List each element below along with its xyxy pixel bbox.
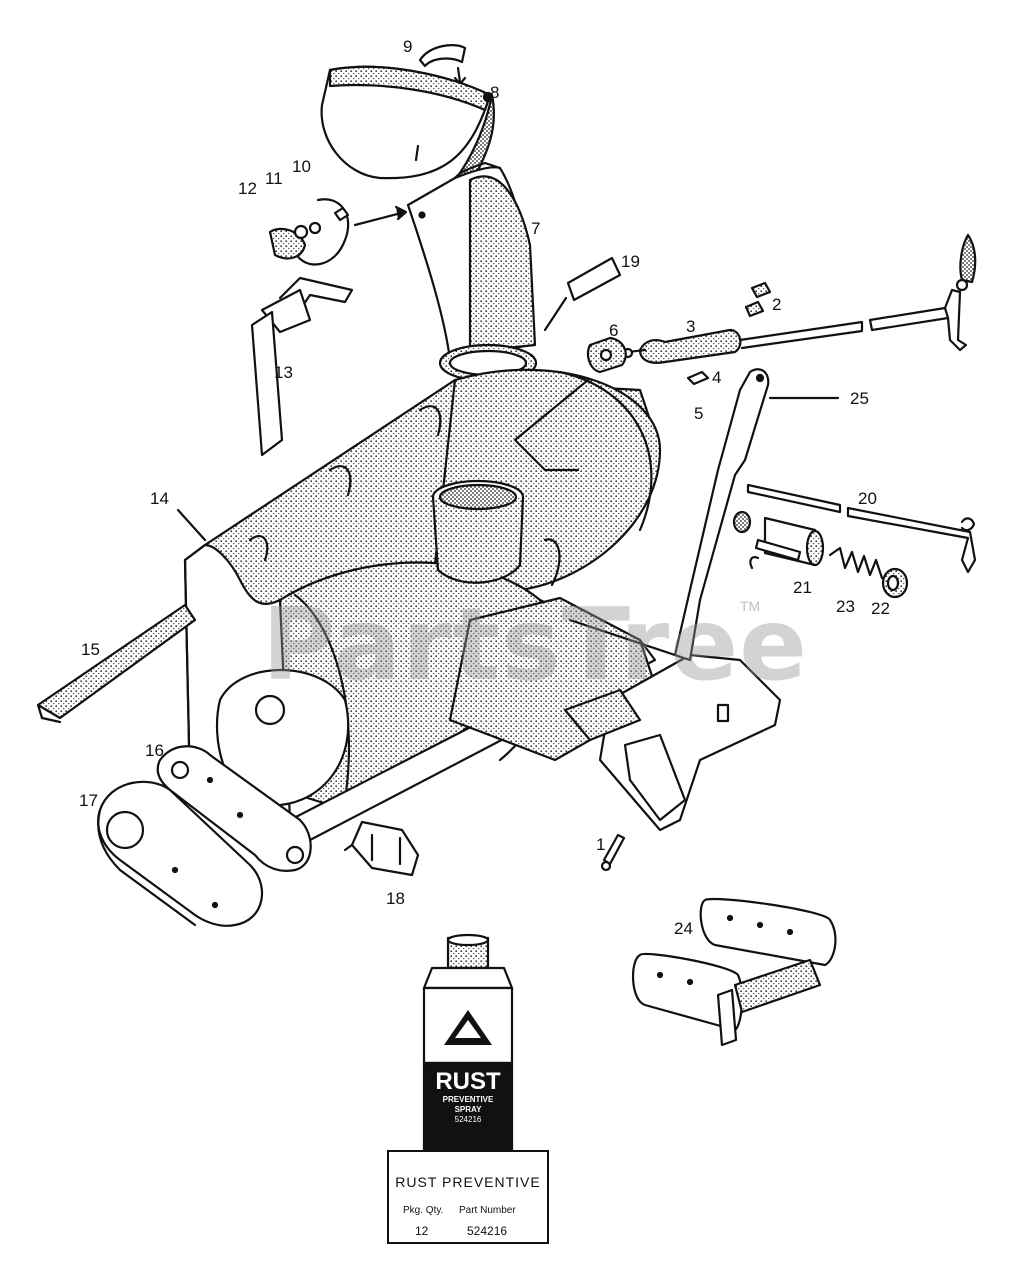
can-number-text: 524216 — [454, 1115, 482, 1124]
part-number-value: 524216 — [467, 1224, 508, 1238]
callout-8: 8 — [490, 83, 500, 102]
callout-16: 16 — [145, 741, 164, 760]
callout-11: 11 — [265, 169, 283, 188]
part-2-clips — [744, 281, 772, 318]
part-22-bushing — [881, 567, 909, 599]
part-24-hitch-bracket — [631, 897, 837, 1047]
part-number-header: Part Number — [459, 1205, 516, 1216]
part-1-bolt — [600, 833, 626, 872]
part-21-spacer — [732, 510, 825, 570]
can-preventive-text: PREVENTIVE — [442, 1095, 494, 1104]
part-15-scraper-blade — [36, 603, 197, 724]
part-19-decal — [543, 256, 622, 332]
callout-24: 24 — [674, 919, 693, 938]
callout-5: 5 — [694, 404, 704, 423]
callout-23: 23 — [836, 597, 855, 616]
can-rust-text: RUST — [435, 1068, 501, 1095]
callout-22: 22 — [871, 599, 890, 618]
callout-17: 17 — [79, 791, 98, 810]
callout-12: 12 — [238, 179, 257, 198]
callout-3: 3 — [686, 317, 696, 336]
callout-2: 2 — [772, 295, 782, 314]
callout-20: 20 — [858, 489, 877, 508]
part-25-lever-arm — [673, 368, 840, 662]
leader-5 — [513, 378, 590, 472]
callout-19: 19 — [621, 252, 640, 271]
callout-10: 10 — [292, 157, 311, 176]
part-1-deflector-hood — [320, 65, 496, 187]
partstree-watermark: PartsTree — [262, 586, 808, 703]
pkg-qty-value: 12 — [415, 1224, 429, 1238]
callout-1: 1 — [596, 835, 606, 854]
callout-4: 4 — [712, 368, 722, 387]
part-17-belt-cover — [97, 780, 264, 927]
leader-14 — [176, 508, 207, 542]
callout-9: 9 — [403, 37, 413, 56]
product-label-title: RUST PREVENTIVE — [395, 1174, 541, 1190]
callout-18: 18 — [386, 889, 405, 908]
part-18-skid-shoe — [343, 820, 420, 877]
part-23-spring — [828, 546, 884, 580]
spray-can — [422, 933, 514, 1165]
part-7-discharge-chute — [406, 161, 538, 383]
main-housing — [183, 368, 782, 842]
pkg-qty-header: Pkg. Qty. — [403, 1205, 444, 1216]
product-label-box: RUST PREVENTIVE Pkg. Qty. Part Number 12… — [387, 1150, 549, 1244]
trademark-mark: TM — [740, 598, 761, 614]
callout-15: 15 — [81, 640, 100, 659]
part-16-plate — [156, 745, 312, 872]
can-spray-text: SPRAY — [454, 1105, 482, 1114]
part-3-crank-rod — [622, 233, 977, 364]
part-20-rod — [746, 483, 977, 574]
callout-6: 6 — [609, 321, 619, 340]
callout-21: 21 — [793, 578, 812, 597]
callout-14: 14 — [150, 489, 169, 508]
part-6-bearing-plate — [586, 336, 627, 374]
part-10-12-crank-assembly — [268, 198, 408, 266]
callout-7: 7 — [531, 219, 541, 238]
part-13-bracket — [250, 276, 354, 457]
callout-25: 25 — [850, 389, 869, 408]
part-9-deflector-bracket — [418, 44, 467, 86]
part-4-pin — [686, 370, 710, 386]
callout-13: 13 — [274, 363, 293, 382]
